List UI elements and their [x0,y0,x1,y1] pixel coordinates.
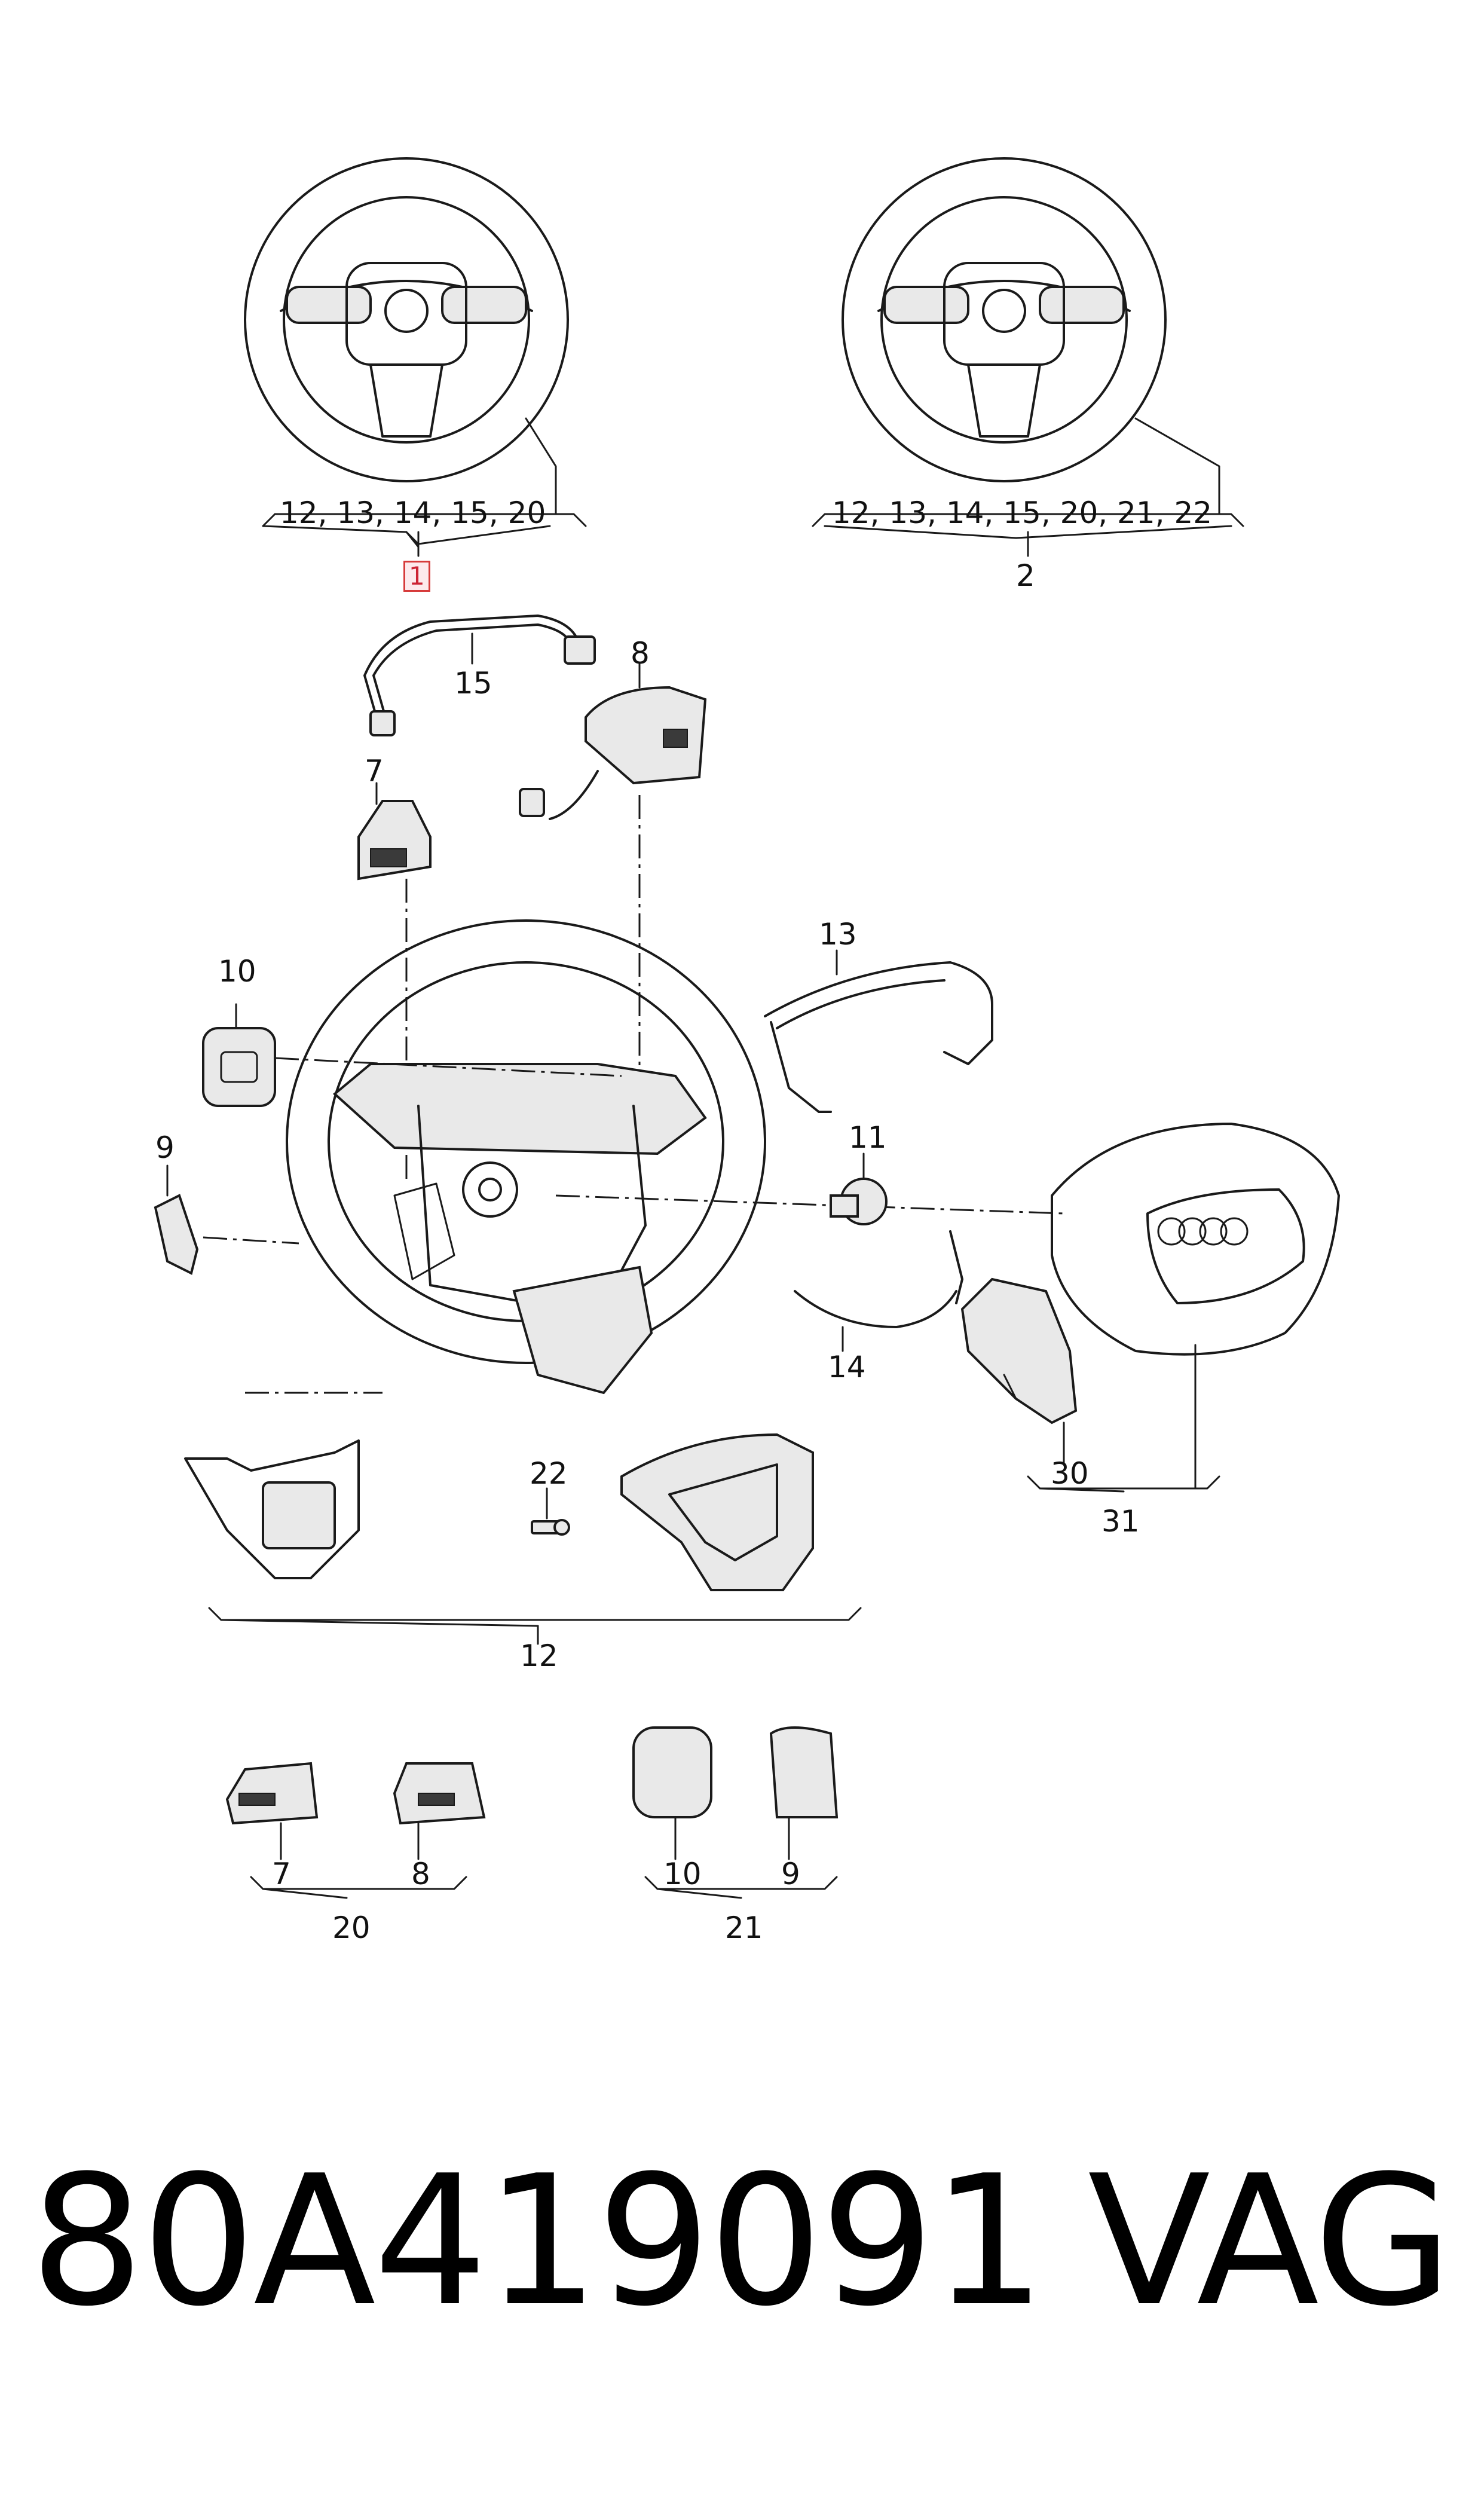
bracket-31 [1027,1475,1220,1493]
brand-text: VAG [1088,2137,1452,2346]
switch-pair-20-drawing [225,1762,486,1860]
callout-11: 11 [849,1120,887,1155]
callout-bottom-9: 9 [781,1857,800,1891]
callout-bottom-7: 7 [272,1857,291,1891]
trim-14-drawing [794,1230,963,1352]
bracket-12 [208,1607,862,1627]
callout-8: 8 [631,636,650,671]
callout-10: 10 [218,954,256,989]
callout-9: 9 [155,1130,175,1165]
shroud-left-drawing [184,1392,383,1579]
wheel-2-group-label: 12, 13, 14, 15, 20, 21, 22 [832,496,1213,530]
callout-14: 14 [828,1350,866,1384]
bolt-11-drawing [830,1152,888,1225]
trim-13-drawing [764,949,993,1113]
bracket-wheel-1 [262,513,587,548]
clockspring-30-drawing [960,1277,1078,1466]
wheel-2-part-label: 2 [1016,558,1035,593]
callout-30: 30 [1051,1456,1089,1491]
callout-13: 13 [819,917,857,952]
callout-12: 12 [520,1638,558,1673]
part-number-text: 80A419091 [30,2137,1046,2346]
bracket-wheel-2 [812,513,1244,539]
cover-9-drawing [154,1164,199,1275]
callout-7: 7 [365,754,384,788]
callout-22: 22 [530,1456,568,1491]
callout-bottom-21: 21 [725,1910,763,1945]
callout-31: 31 [1101,1504,1140,1539]
cover-pair-21-drawing [632,1726,839,1860]
screw-22-drawing [531,1487,570,1536]
wheel-1-part-label[interactable]: 1 [403,561,430,592]
callout-bottom-20: 20 [332,1910,371,1945]
wheel-1-group-label: 12, 13, 14, 15, 20 [280,496,546,530]
steering-wheel-2-drawing [842,157,1220,515]
airbag-drawing [1051,1123,1340,1490]
bracket-21 [644,1876,838,1899]
callout-15: 15 [454,666,492,701]
shroud-right-drawing [620,1433,814,1591]
switch-right-8-drawing [519,662,707,1106]
main-steering-wheel-drawing [286,919,766,1395]
steering-wheel-1-drawing [244,157,569,515]
wiring-harness-15-drawing [363,615,596,736]
callout-bottom-8: 8 [411,1857,430,1891]
callout-bottom-10: 10 [663,1857,702,1891]
switch-left-7-drawing [357,782,432,1184]
bracket-20 [250,1876,467,1899]
cover-10-drawing [202,1003,276,1107]
